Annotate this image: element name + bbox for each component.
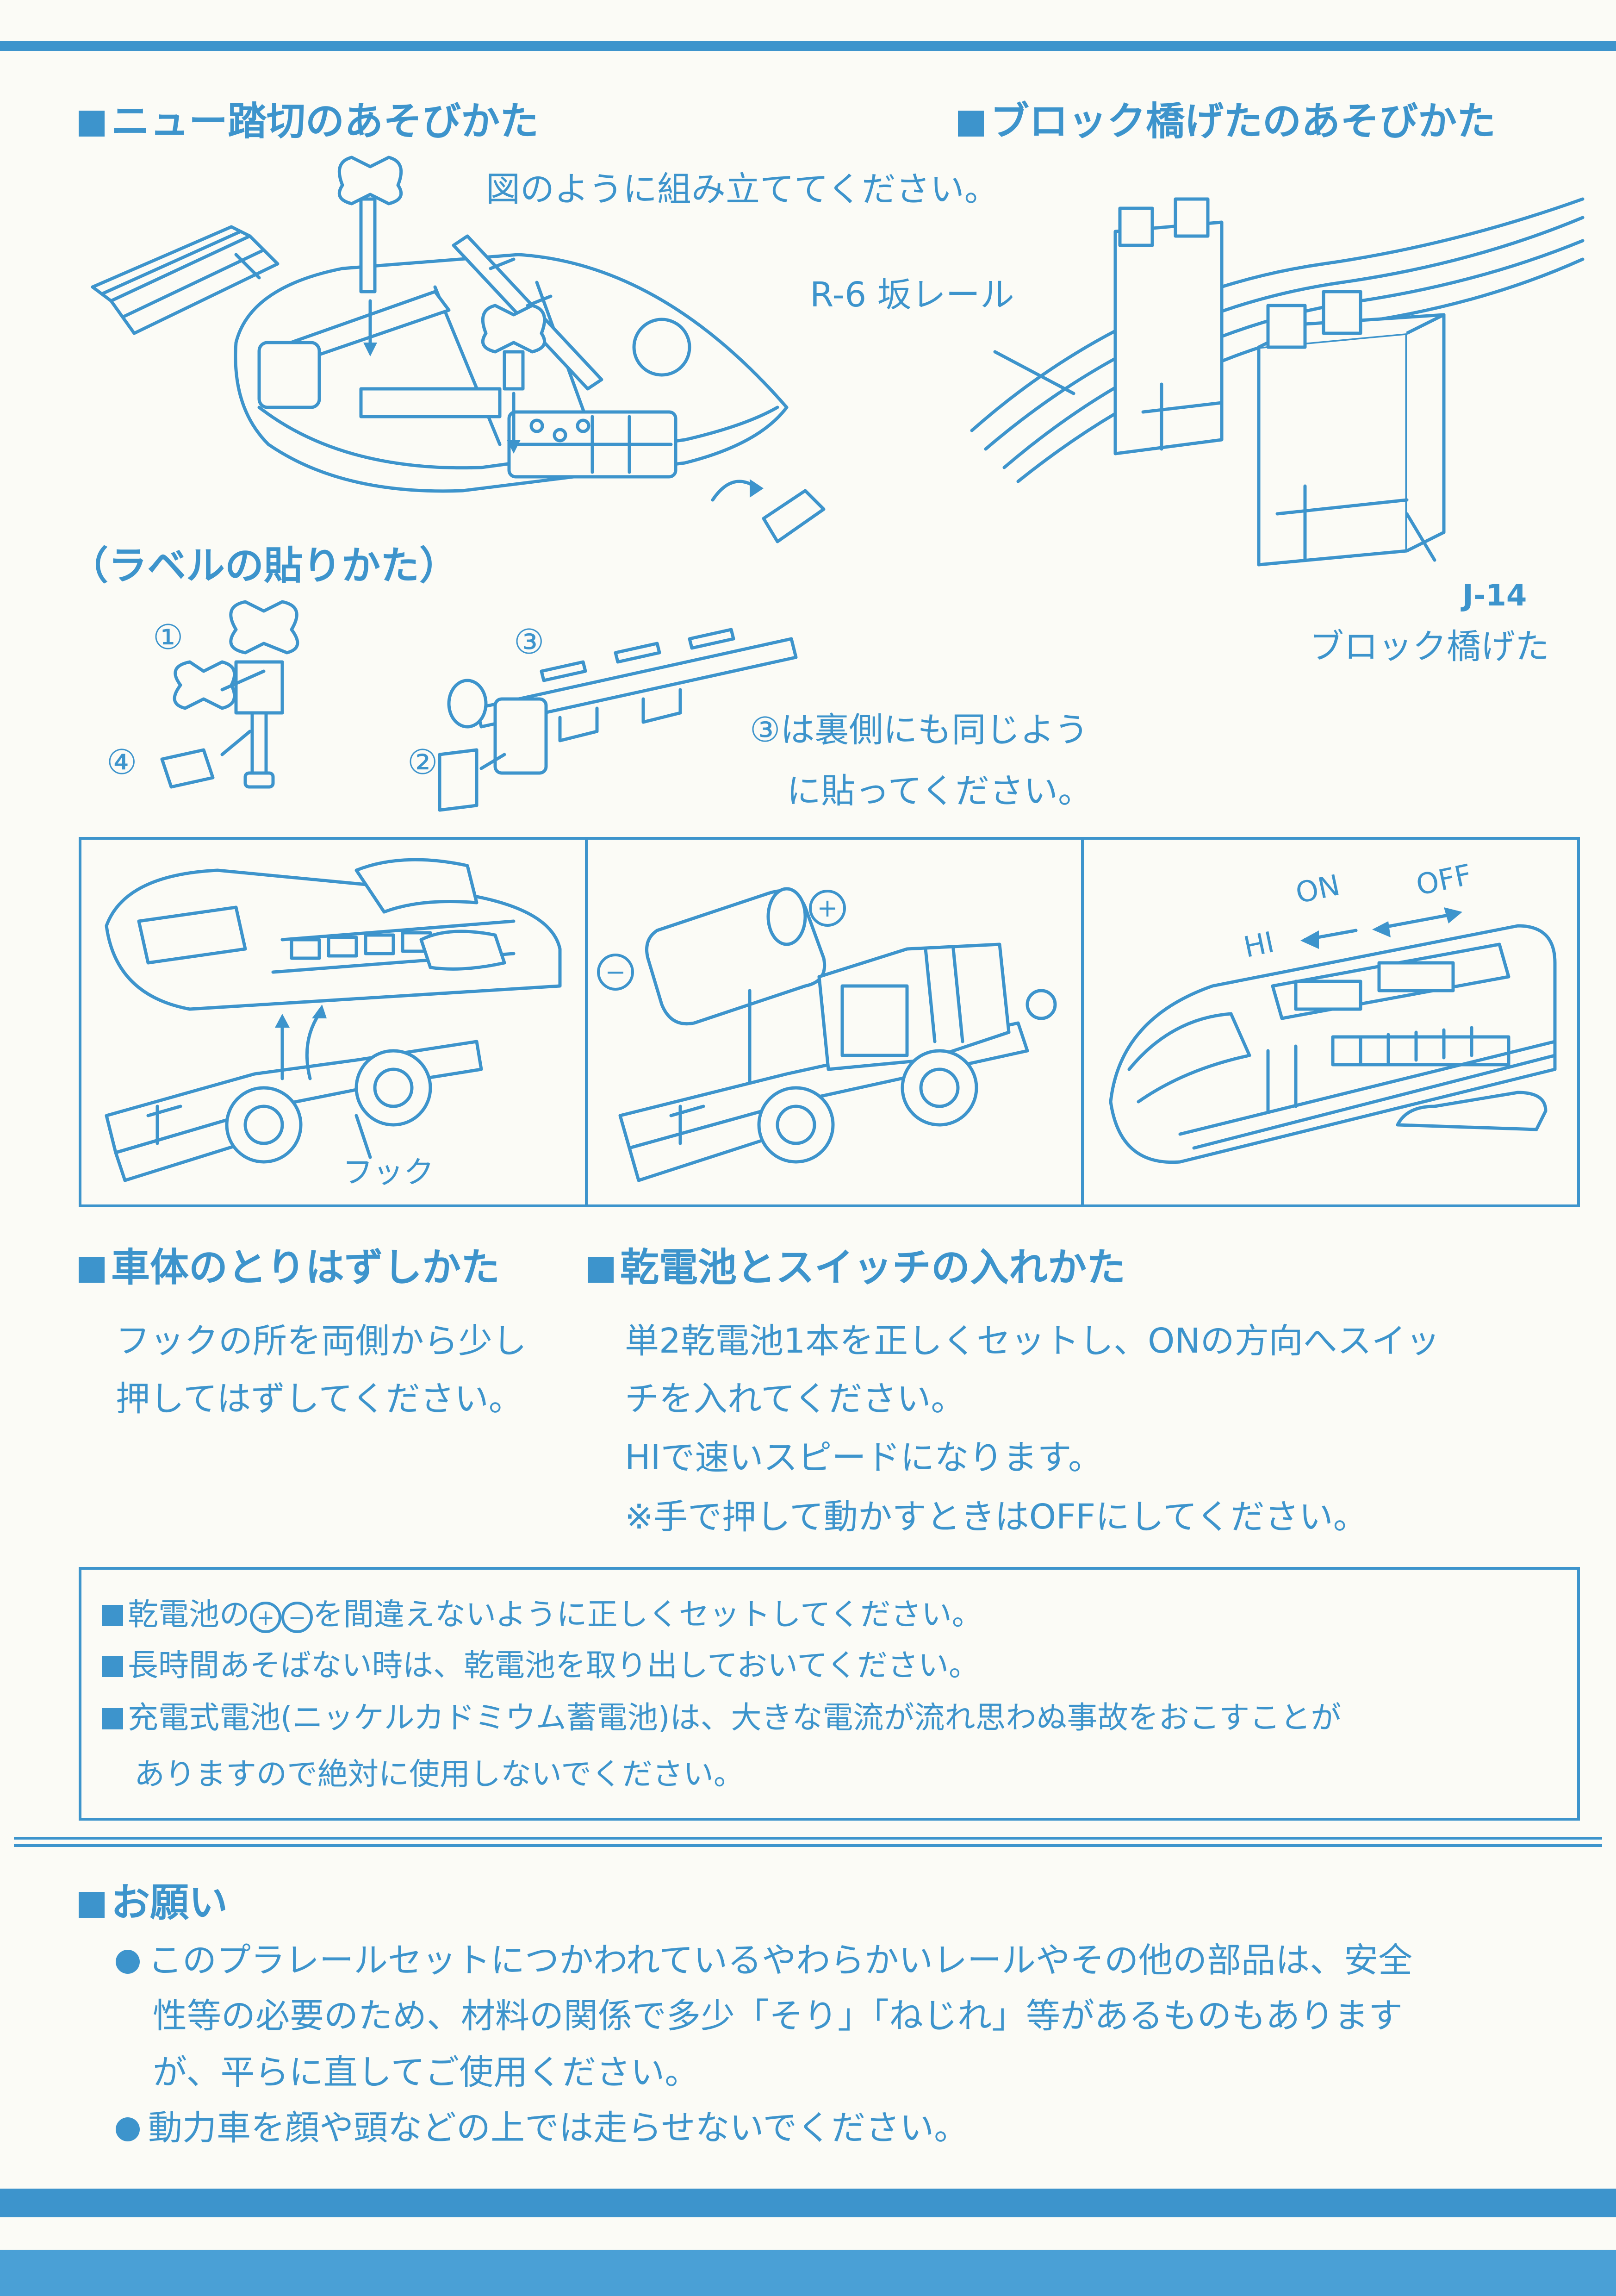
bullet-dot-icon <box>116 1950 140 1974</box>
body-removal-line-1: フックの所を両側から少し <box>116 1321 527 1361</box>
label-note-line-1: ③は裏側にも同じよう <box>750 710 1089 750</box>
heading-square-icon <box>79 1257 105 1283</box>
remove-body-illustration <box>97 856 574 1190</box>
minus-symbol: − <box>281 1602 313 1633</box>
bottom-band <box>0 2189 1616 2217</box>
bridge-heading: ブロック橋げたのあそびかた <box>958 102 1496 141</box>
request-bullet-2: 動力車を顔や頭などの上では走らせないでください。 <box>116 2111 968 2145</box>
bullet-square-icon <box>102 1605 123 1626</box>
separator-top <box>14 1837 1602 1840</box>
request-bullet-1-line-3: が、平らに直してご使用ください。 <box>153 2053 699 2092</box>
bullet-square-icon <box>102 1656 123 1677</box>
switch-arrows <box>1300 907 1462 949</box>
heading-square-icon <box>588 1257 614 1283</box>
battery-line-3: HIで速いスピードになります。 <box>625 1438 1103 1478</box>
battery-minus-sign: − <box>597 954 634 991</box>
hook-label: フック <box>342 1154 434 1190</box>
separator-bottom <box>14 1844 1602 1847</box>
switch-on-label: ON <box>1293 867 1343 911</box>
warning-3-cont: ありますので絶対に使用しないでください。 <box>134 1756 745 1792</box>
assembly-instruction: 図のように組み立ててください。 <box>486 169 999 209</box>
label-num-1: ① <box>153 618 184 657</box>
label-num-2: ② <box>407 742 438 782</box>
crossing-heading: ニュー踏切のあそびかた <box>79 102 539 141</box>
battery-line-2: チを入れてください。 <box>625 1379 965 1419</box>
label-heading: （ラベルの貼りかた） <box>69 543 459 588</box>
label-note-line-2: に貼ってください。 <box>787 771 1093 811</box>
crossing-illustration <box>83 148 824 611</box>
switch-train-illustration <box>1101 917 1569 1194</box>
bullet-square-icon <box>102 1708 123 1729</box>
heading-square-icon <box>79 1892 105 1918</box>
insert-battery-illustration <box>602 866 1069 1199</box>
bullet-dot-icon <box>116 2117 140 2141</box>
switch-hi-label: HI <box>1241 925 1277 964</box>
battery-plus-sign: + <box>809 890 846 927</box>
heading-square-icon <box>79 111 105 137</box>
request-bullet-1: このプラレールセットにつかわれているやわらかいレールやその他の部品は、安全 <box>116 1943 1412 1978</box>
label-num-4: ④ <box>106 742 137 782</box>
body-removal-line-2: 押してはずしてください。 <box>116 1379 523 1419</box>
warning-2: 長時間あそばない時は、乾電池を取り出しておいてください。 <box>102 1650 979 1681</box>
rail-label: R-6 坂レール <box>810 275 1014 315</box>
battery-line-1: 単2乾電池1本を正しくセットし、ONの方向へスイッ <box>625 1321 1440 1361</box>
label-illustration <box>153 593 847 815</box>
heading-square-icon <box>958 111 984 137</box>
warning-1: 乾電池の+−を間違えないように正しくセットしてください。 <box>102 1599 982 1633</box>
warning-3: 充電式電池(ニッケルカドミウム蓄電池)は、大きな電流が流れ思わぬ事故をおこすこと… <box>102 1703 1341 1733</box>
panel-switch <box>1081 837 1580 1207</box>
request-bullet-1-line-2: 性等の必要のため、材料の関係で多少「そり」「ねじれ」等があるものもあります <box>153 1996 1403 2036</box>
battery-heading: 乾電池とスイッチの入れかた <box>588 1248 1125 1287</box>
warning-box <box>79 1567 1580 1821</box>
request-heading: お願い <box>79 1883 228 1922</box>
battery-line-4: ※手で押して動かすときはOFFにしてください。 <box>625 1497 1367 1537</box>
plus-symbol: + <box>250 1602 281 1633</box>
top-band <box>0 41 1616 51</box>
label-num-3: ③ <box>514 622 545 662</box>
bottom-band-edge <box>0 2250 1616 2296</box>
bridge-illustration <box>944 153 1592 593</box>
block-label: ブロック橋げた <box>1310 627 1549 667</box>
body-removal-heading: 車体のとりはずしかた <box>79 1248 500 1287</box>
block-code: J-14 <box>1462 579 1527 613</box>
